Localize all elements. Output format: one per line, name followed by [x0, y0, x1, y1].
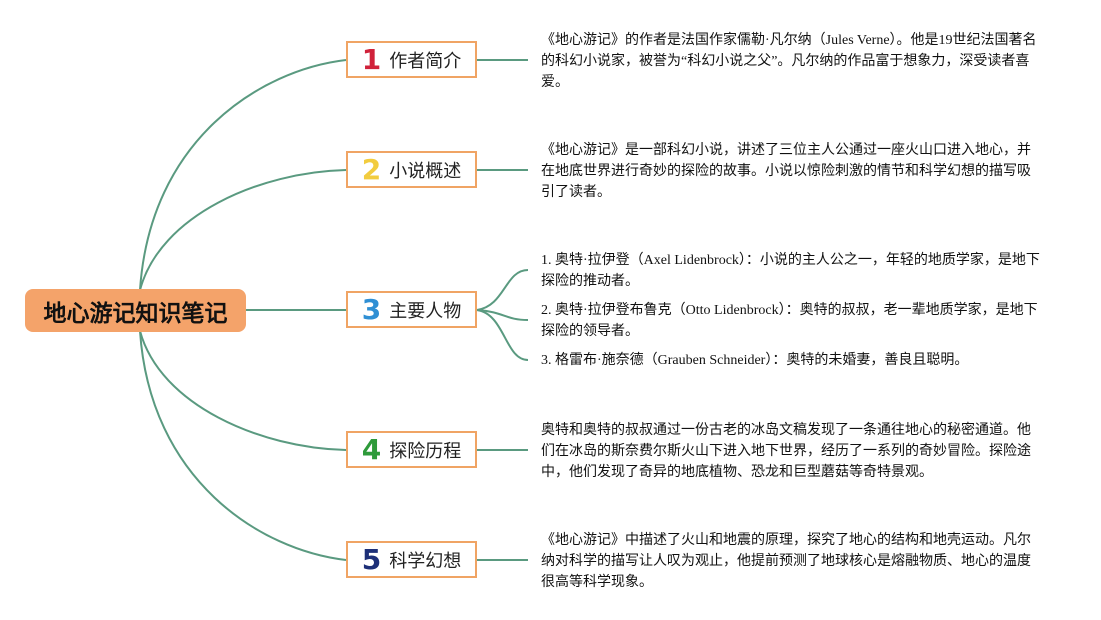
link-root-branch-4 — [139, 330, 347, 451]
note-character-1[interactable]: 1. 奥特·拉伊登（Axel Lidenbrock）：小说的主人公之一，年轻的地… — [541, 253, 1040, 289]
branch-label: 科学幻想 — [389, 550, 462, 572]
root-topic[interactable]: 地心游记知识笔记 — [25, 289, 246, 332]
note-character-2[interactable]: 2. 奥特·拉伊登布鲁克（Otto Lidenbrock）：奥特的叔叔，老一辈地… — [541, 303, 1038, 339]
branch-science-fantasy[interactable]: 5 科学幻想 — [346, 541, 477, 578]
branch-label: 探险历程 — [389, 440, 462, 462]
number-2-icon: 2 — [361, 152, 382, 186]
root-title: 地心游记知识笔记 — [43, 300, 228, 327]
number-3-icon: 3 — [361, 292, 382, 326]
link-branch-3-note-1 — [476, 269, 529, 311]
branch-label: 主要人物 — [389, 300, 462, 322]
branch-adventure[interactable]: 4 探险历程 — [346, 431, 477, 468]
branch-label: 作者简介 — [389, 50, 462, 72]
branch-label: 小说概述 — [389, 160, 462, 182]
number-5-icon: 5 — [361, 542, 382, 576]
note-author[interactable]: 《地心游记》的作者是法国作家儒勒·凡尔纳（Jules Verne）。他是19世纪… — [541, 33, 1037, 90]
note-adventure[interactable]: 奥特和奥特的叔叔通过一份古老的冰岛文稿发现了一条通往地心的秘密通道。他们在冰岛的… — [541, 423, 1031, 480]
branch-overview[interactable]: 2 小说概述 — [346, 151, 477, 188]
branch-author[interactable]: 1 作者简介 — [346, 41, 477, 78]
number-1-icon: 1 — [361, 42, 382, 76]
branch-characters[interactable]: 3 主要人物 — [346, 291, 477, 328]
link-root-branch-1 — [139, 59, 347, 291]
note-character-3[interactable]: 3. 格雷布·施奈德（Grauben Schneider）：奥特的未婚妻，善良且… — [541, 353, 969, 368]
link-branch-3-note-3 — [476, 309, 529, 361]
number-4-icon: 4 — [361, 432, 382, 466]
link-root-branch-2 — [139, 169, 347, 291]
note-overview[interactable]: 《地心游记》是一部科幻小说，讲述了三位主人公通过一座火山口进入地心，并在地底世界… — [541, 143, 1031, 200]
link-root-branch-5 — [139, 330, 347, 561]
note-science-fantasy[interactable]: 《地心游记》中描述了火山和地震的原理，探究了地心的结构和地壳运动。凡尔纳对科学的… — [541, 533, 1031, 590]
